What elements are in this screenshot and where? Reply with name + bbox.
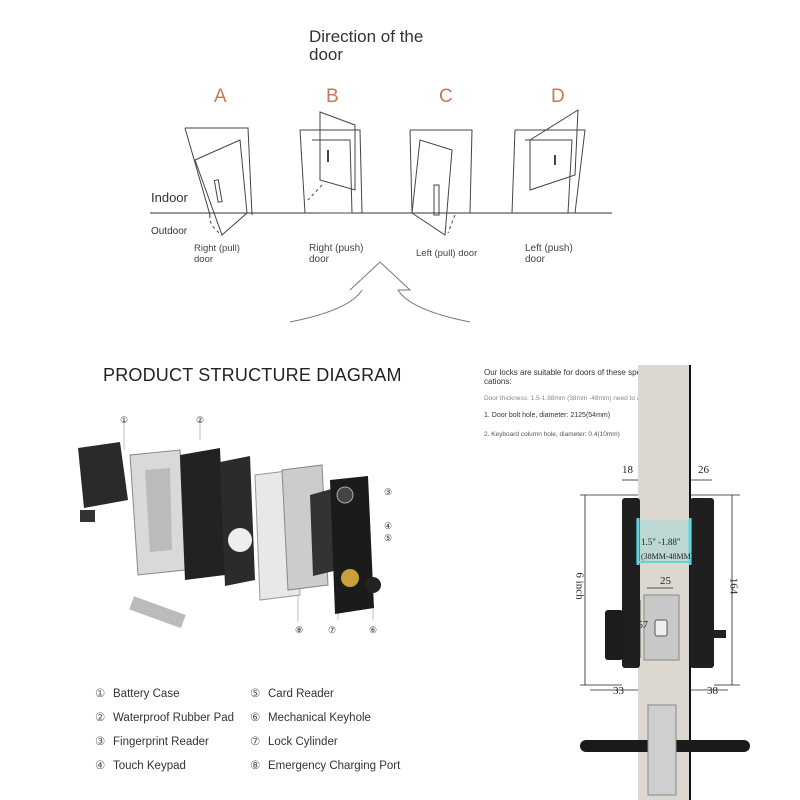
- door-letter-d: D: [551, 86, 565, 107]
- callout-6: ⑥: [369, 625, 378, 635]
- dimension-drawing: [580, 365, 750, 800]
- spec-hole-2: 2. Keyboard column hole, diameter: 0.4(1…: [484, 431, 620, 438]
- door-letter-a: A: [214, 86, 227, 107]
- callout-7: ⑦: [328, 625, 337, 635]
- dim-25: 25: [660, 575, 671, 587]
- spec-hole-1: 1. Door bolt hole, diameter: 2125(54mm): [484, 412, 611, 419]
- callout-2: ②: [196, 415, 205, 425]
- outdoor-label: Outdoor: [151, 226, 188, 237]
- door-letter-b: B: [326, 86, 339, 107]
- structure-title: PRODUCT STRUCTURE DIAGRAM: [103, 365, 402, 385]
- dim-range-mm: (38MM-48MM): [641, 552, 694, 561]
- dim-33: 33: [613, 685, 624, 697]
- dim-57: 57: [638, 620, 648, 631]
- door-direction-drawing: [150, 109, 612, 323]
- dim-range-in: 1.5" -1.88": [641, 537, 681, 547]
- dim-38: 38: [707, 685, 718, 697]
- thickness-band: [636, 520, 692, 562]
- keyhole-cap: [365, 577, 381, 593]
- callout-3: ③: [384, 487, 393, 497]
- dim-height-left: 6 inch: [573, 572, 586, 600]
- callout-1: ①: [120, 415, 129, 425]
- arrow-icon: [289, 261, 471, 323]
- latch-plate: [647, 704, 677, 796]
- door-b: [299, 111, 363, 214]
- door-c-handle: [433, 184, 440, 216]
- touch-panel: [330, 476, 374, 614]
- door-c: [409, 129, 473, 236]
- door-letter-c: C: [439, 86, 453, 107]
- inner-lock-body: [622, 498, 640, 668]
- lock-cylinder: [341, 569, 359, 587]
- door-d: [511, 109, 586, 214]
- caption-right-push: Right (push) door: [309, 243, 364, 265]
- caption-right-pull: Right (pull) door: [194, 243, 240, 265]
- dim-height-right: 164: [727, 577, 740, 595]
- battery-case: [78, 442, 128, 508]
- callout-5: ⑤: [384, 533, 393, 543]
- latch-bolt: [129, 596, 186, 629]
- caption-left-push: Left (push) door: [525, 243, 573, 265]
- mount-plate: [220, 456, 255, 586]
- direction-title: Direction of the door: [309, 27, 424, 64]
- spec-thickness: Door thickness: 1.5-1.88mm (38mm -48mm) …: [484, 395, 671, 402]
- rubber-pad: [180, 448, 225, 580]
- door-a: [184, 127, 253, 236]
- circuit-board: [310, 488, 338, 576]
- outer-lock-body: [690, 498, 714, 668]
- thumb-turn: [605, 610, 623, 660]
- indoor-label: Indoor: [151, 190, 188, 205]
- exploded-view: [78, 422, 381, 629]
- callout-8: ⑧: [295, 625, 304, 635]
- caption-left-pull: Left (pull) door: [416, 248, 478, 259]
- spec-intro: Our locks are suitable for doors of thes…: [484, 368, 654, 386]
- dim-18: 18: [622, 464, 633, 476]
- callout-4: ④: [384, 521, 393, 531]
- dim-26: 26: [698, 464, 709, 476]
